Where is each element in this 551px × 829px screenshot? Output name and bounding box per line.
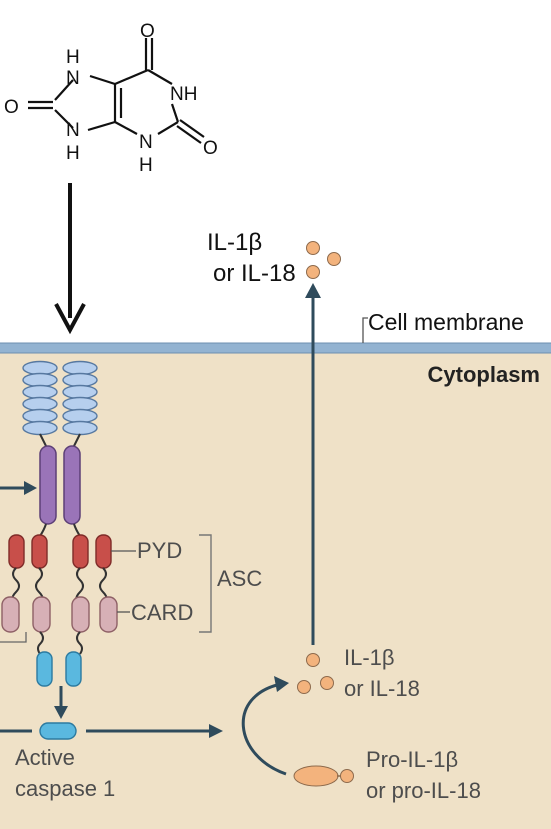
pro-label-line1: Pro-IL-1β — [366, 747, 458, 772]
secreted-cytokines — [306, 241, 341, 279]
mature-cytokines — [297, 653, 334, 694]
cytokine-dot — [306, 265, 320, 279]
asc-bracket — [199, 534, 212, 633]
cytokine-dot — [327, 252, 341, 266]
pyd-label: PYD — [137, 538, 182, 563]
atom-o-left: O — [4, 97, 19, 118]
atom-h9: H — [66, 143, 80, 164]
card-label: CARD — [131, 600, 193, 625]
mature-label-line1: IL-1β — [344, 645, 395, 670]
pro-cytokine — [293, 765, 354, 787]
secreted-label-line1: IL-1β — [207, 229, 262, 256]
active-caspase-label-line2: caspase 1 — [15, 776, 115, 801]
atom-o-right: O — [203, 138, 218, 159]
pro-caspase-1 — [36, 651, 82, 687]
activation-arrow — [54, 183, 86, 335]
atom-n7: N — [66, 68, 80, 89]
mature-label-line2: or IL-18 — [344, 676, 420, 701]
secreted-label-line2: or IL-18 — [213, 260, 296, 287]
atom-h3: H — [139, 155, 153, 176]
uric-acid-molecule — [28, 38, 205, 144]
cytoplasm-label: Cytoplasm — [428, 362, 540, 387]
pro-label-line2: or pro-IL-18 — [366, 778, 481, 803]
active-caspase-1 — [39, 722, 77, 740]
atom-n9: N — [66, 120, 80, 141]
atom-n1h: NH — [170, 84, 197, 105]
cell-membrane — [0, 343, 551, 353]
atom-h7: H — [66, 47, 80, 68]
cell-membrane-label: Cell membrane — [368, 309, 524, 335]
active-caspase-label-line1: Active — [15, 745, 75, 770]
card-domains — [1, 596, 118, 633]
atom-n3: N — [139, 132, 153, 153]
atom-o-top: O — [140, 21, 155, 42]
membrane-leader-line — [362, 317, 368, 343]
nacht-domain — [39, 445, 57, 525]
asc-label: ASC — [217, 566, 262, 591]
nlrp3-left — [22, 360, 58, 525]
processing-arrow — [241, 682, 287, 776]
cytokine-dot — [306, 241, 320, 255]
nlrp3-right — [62, 360, 98, 525]
nacht-domain — [63, 445, 81, 525]
pyd-domains — [8, 534, 112, 569]
